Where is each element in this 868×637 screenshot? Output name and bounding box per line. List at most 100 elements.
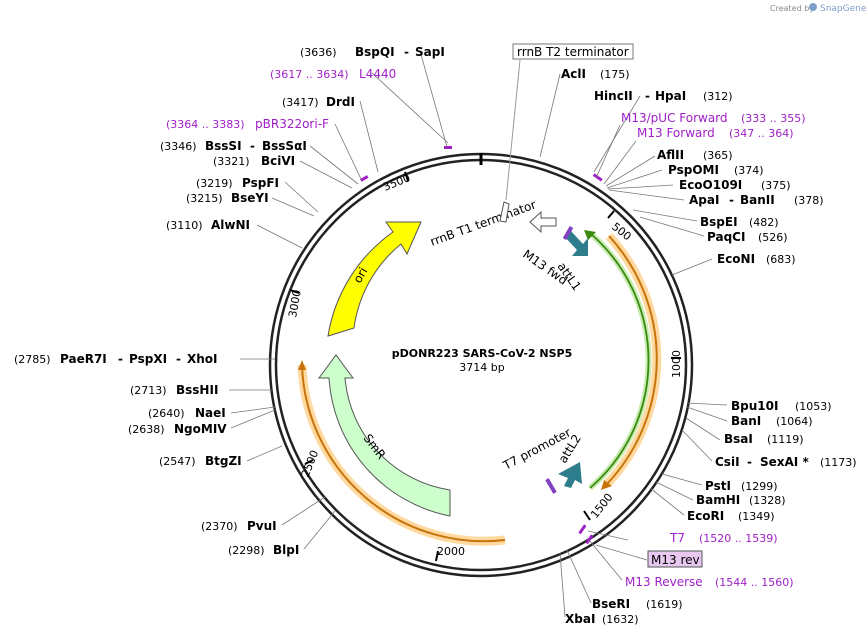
- plasmid-size: 3714 bp: [459, 361, 504, 374]
- naei-name[interactable]: NaeI: [195, 406, 226, 420]
- t7-inner-marker: [545, 478, 557, 494]
- paqci-pos: (526): [758, 231, 788, 244]
- xhoi-dash: -: [176, 352, 181, 366]
- psti-name[interactable]: PstI: [705, 479, 731, 493]
- attl2-arrow[interactable]: [558, 462, 582, 488]
- banii-dash: -: [729, 193, 734, 207]
- acli-name[interactable]: AclI: [561, 67, 586, 81]
- ori-label: ori: [350, 265, 370, 286]
- ecoo109i-pos: (375): [761, 179, 791, 192]
- paer7i-name[interactable]: PaeR7I: [60, 352, 107, 366]
- tick-2500: 2500: [299, 448, 322, 479]
- m13reverse-range: (1544 .. 1560): [715, 576, 794, 589]
- btgzi-pos: (2547): [159, 455, 196, 468]
- xhoi-name[interactable]: XhoI: [187, 352, 218, 366]
- csii-name[interactable]: CsiI: [715, 455, 740, 469]
- bcivi-name[interactable]: BciVI: [261, 154, 295, 168]
- bsssai-dash: -: [250, 139, 255, 153]
- hincii-name[interactable]: HincII: [594, 89, 633, 103]
- smr-feature[interactable]: [318, 354, 451, 517]
- ecoo109i-name[interactable]: EcoO109I: [679, 178, 742, 192]
- orf-right-arrowhead: [601, 480, 612, 490]
- leader-lines-left: [229, 50, 449, 550]
- sapi-name[interactable]: SapI: [415, 45, 445, 59]
- l4440-name[interactable]: L4440: [359, 67, 396, 81]
- psti-pos: (1299): [741, 480, 778, 493]
- ngomiv-name[interactable]: NgoMIV: [174, 422, 227, 436]
- xbai-name[interactable]: XbaI: [565, 612, 595, 626]
- tick-500-mark: [607, 210, 615, 219]
- bsssi-name[interactable]: BssSI: [205, 139, 242, 153]
- bamhi-name[interactable]: BamHI: [696, 493, 740, 507]
- hpai-dash: -: [645, 89, 650, 103]
- naei-pos: (2640): [148, 407, 185, 420]
- xbai-pos: (1632): [602, 613, 639, 626]
- bsai-name[interactable]: BsaI: [724, 432, 753, 446]
- sexai-name[interactable]: SexAI *: [760, 455, 809, 469]
- m13reverse-name[interactable]: M13 Reverse: [625, 575, 703, 589]
- m13-puc-marker: [592, 173, 603, 182]
- tick-3000: 3000: [286, 289, 304, 319]
- tick-1500: 1500: [588, 491, 615, 521]
- tick-2000-mark: [435, 550, 439, 562]
- bseri-name[interactable]: BseRI: [592, 597, 630, 611]
- tick-3500-mark: [404, 171, 409, 182]
- ecori-name[interactable]: EcoRI: [687, 509, 724, 523]
- m13fwd-name[interactable]: M13 Forward: [637, 126, 715, 140]
- apai-pos: (378): [794, 194, 824, 207]
- pbr322-name[interactable]: pBR322ori-F: [255, 117, 329, 131]
- pvui-pos: (2370): [201, 520, 238, 533]
- paqci-name[interactable]: PaqCI: [707, 230, 745, 244]
- ori-feature[interactable]: [327, 221, 422, 337]
- rrnb-t2-marker[interactable]: [499, 201, 510, 223]
- alwni-name[interactable]: AlwNI: [211, 218, 250, 232]
- tick-2000: 2000: [437, 545, 465, 558]
- btgzi-name[interactable]: BtgZI: [205, 454, 242, 468]
- bspei-name[interactable]: BspEI: [700, 215, 738, 229]
- pspfi-name[interactable]: PspFI: [242, 176, 279, 190]
- bpu10i-name[interactable]: Bpu10I: [731, 399, 778, 413]
- bsssi-pos: (3346): [160, 140, 197, 153]
- bseyi-name[interactable]: BseYI: [231, 191, 269, 205]
- green-orf-core: [589, 233, 650, 489]
- tick-3000-mark: [289, 289, 300, 294]
- t7-marker: [578, 524, 587, 535]
- pspxi-name[interactable]: PspXI: [129, 352, 167, 366]
- banii-name[interactable]: BanII: [740, 193, 775, 207]
- pspxi-dash: -: [118, 352, 123, 366]
- l4440-range: (3617 .. 3634): [270, 68, 349, 81]
- bseri-pos: (1619): [646, 598, 683, 611]
- pspomi-name[interactable]: PspOMI: [668, 163, 719, 177]
- t7-name[interactable]: T7: [669, 531, 685, 545]
- pvui-name[interactable]: PvuI: [247, 519, 277, 533]
- csii-pos: (1173): [820, 456, 857, 469]
- hpai-name[interactable]: HpaI: [655, 89, 686, 103]
- apai-name[interactable]: ApaI: [689, 193, 719, 207]
- drdi-name[interactable]: DrdI: [326, 95, 355, 109]
- bspqi-pos: (3636): [300, 46, 337, 59]
- plasmid-name: pDONR223 SARS-CoV-2 NSP5: [392, 347, 572, 360]
- t7-range: (1520 .. 1539): [699, 532, 778, 545]
- bamhi-pos: (1328): [749, 494, 786, 507]
- blpi-name[interactable]: BlpI: [273, 543, 299, 557]
- aflii-name[interactable]: AflII: [657, 148, 684, 162]
- econi-name[interactable]: EcoNI: [717, 252, 755, 266]
- bsssai-name[interactable]: BssSαI: [262, 139, 307, 153]
- credit-brand: SnapGene: [820, 4, 867, 14]
- m13rev-name[interactable]: M13 rev: [651, 553, 700, 567]
- drdi-pos: (3417): [282, 96, 319, 109]
- acli-pos: (175): [600, 68, 630, 81]
- paer7i-pos: (2785): [14, 353, 51, 366]
- bsshii-name[interactable]: BssHII: [176, 383, 218, 397]
- rrnb-t1-arrow[interactable]: [529, 210, 557, 234]
- l4440-marker: [444, 146, 452, 149]
- credit-text: Created by: [770, 4, 814, 13]
- ecori-pos: (1349): [738, 510, 775, 523]
- pbr322-marker: [360, 175, 369, 182]
- bspqi-name[interactable]: BspQI: [355, 45, 395, 59]
- attl1-arrow[interactable]: [564, 230, 588, 256]
- bani-name[interactable]: BanI: [731, 414, 761, 428]
- bseyi-pos: (3215): [186, 192, 223, 205]
- m13puc-name[interactable]: M13/pUC Forward: [621, 111, 728, 125]
